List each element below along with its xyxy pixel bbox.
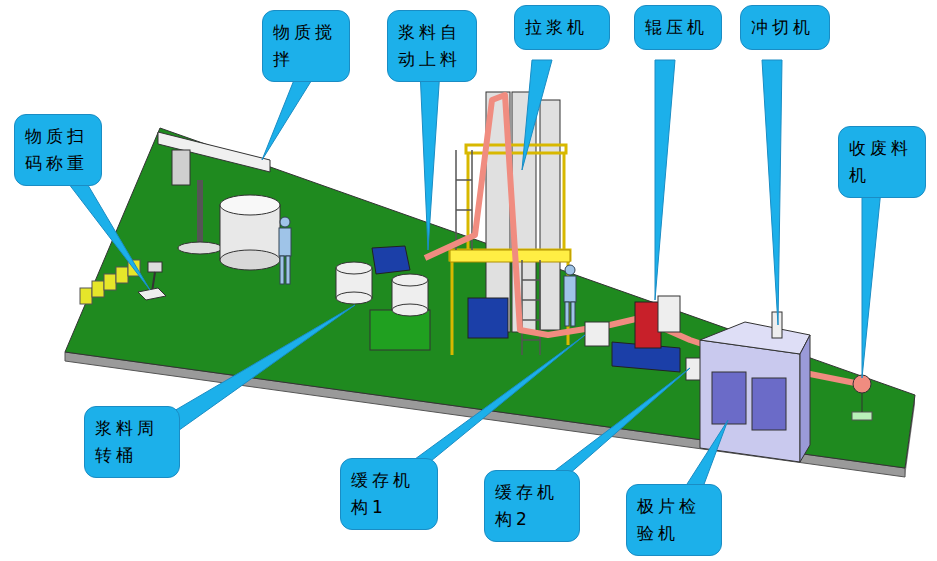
callout-box: 浆料自动上料 [387,10,477,82]
callout-label: 浆料自动上料 [398,19,466,73]
callout-box: 物质扫码称重 [14,114,102,186]
callout-box: 冲切机 [740,5,830,50]
callout-label: 缓存机构2 [495,479,569,533]
callout-box: 缓存机构1 [340,458,438,530]
callout-label: 浆料周转桶 [95,415,169,469]
callout-box: 辊压机 [634,5,722,50]
callout-label: 收废料机 [849,135,915,189]
callout-box: 拉浆机 [514,5,610,50]
callout-label: 缓存机构1 [351,467,427,521]
callout-label: 冲切机 [751,14,819,41]
callout-label: 物质搅拌 [273,19,339,73]
callout-label: 极片检验机 [637,493,711,547]
callout-label: 物质扫码称重 [25,123,91,177]
callout-box: 极片检验机 [626,484,722,556]
callout-box: 收废料机 [838,126,926,198]
callout-box: 缓存机构2 [484,470,580,542]
callout-box: 物质搅拌 [262,10,350,82]
callout-label: 辊压机 [645,14,711,41]
callout-box: 浆料周转桶 [84,406,180,478]
callout-label: 拉浆机 [525,14,599,41]
